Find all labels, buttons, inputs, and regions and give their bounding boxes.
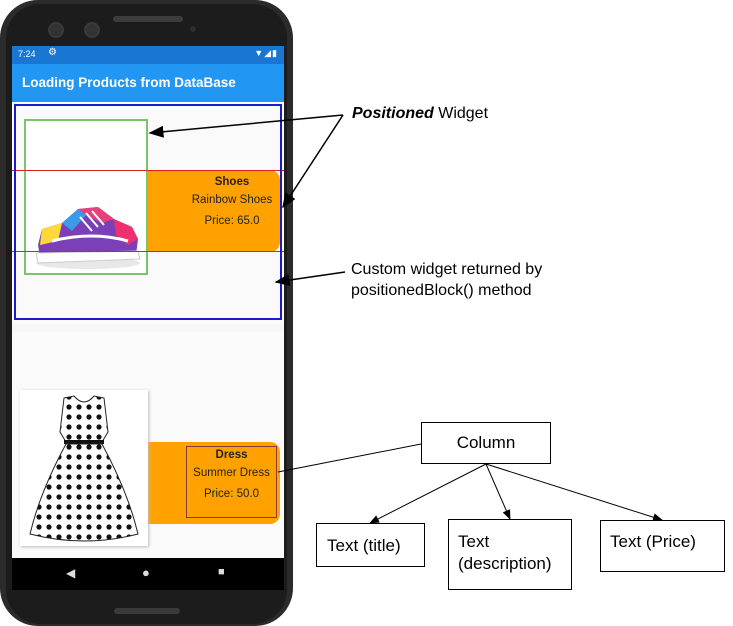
column-to-price-arrow: [485, 463, 663, 522]
positioned-image-box: [24, 119, 148, 275]
product-title: Shoes: [214, 176, 250, 188]
product-info-panel: [140, 170, 280, 252]
text-title-label: Text (title): [327, 536, 401, 555]
positioned-keyword: Positioned: [352, 105, 434, 122]
column-label: Column: [456, 433, 516, 452]
product-card-shoes[interactable]: Shoes Rainbow Shoes Price: 65.0: [12, 102, 284, 324]
product-list[interactable]: Shoes Rainbow Shoes Price: 65.0: [12, 102, 284, 558]
positioned-arrow-panel: [282, 114, 344, 209]
product-title: Dress: [215, 449, 248, 461]
guide-line-top: [12, 170, 284, 171]
recents-icon[interactable]: ■: [218, 566, 225, 578]
system-nav-bar: ◀ ● ■: [12, 558, 284, 590]
bottom-speaker: [114, 608, 180, 614]
status-time: 7:24: [18, 49, 36, 59]
column-to-title-arrow: [369, 463, 487, 524]
speaker-grille: [113, 16, 183, 22]
settings-gear-icon: ⚙: [48, 47, 57, 58]
positioned-arrow-image: [148, 114, 344, 138]
product-description: Summer Dress: [193, 467, 270, 479]
app-title: Loading Products from DataBase: [22, 75, 236, 90]
text-price-box: Text (Price): [600, 520, 725, 572]
status-bar: 7:24 ⚙ ▼◢▮: [12, 46, 284, 64]
product-info-panel: [140, 442, 280, 524]
app-bar: Loading Products from DataBase: [12, 64, 284, 102]
text-description-line2: (description): [458, 554, 552, 573]
positioned-widget-label: Positioned Widget: [352, 105, 488, 123]
custom-widget-line1: Custom widget returned by: [351, 261, 543, 278]
text-title-box: Text (title): [316, 523, 425, 567]
custom-widget-label: Custom widget returned by positionedBloc…: [351, 259, 542, 301]
proximity-sensor: [190, 26, 196, 32]
column-outline: [186, 446, 277, 518]
guide-line-bottom: [12, 251, 284, 252]
product-card-dress[interactable]: Dress Summer Dress Price: 50.0: [12, 332, 284, 558]
custom-widget-line2: positionedBlock() method: [351, 282, 532, 299]
column-connector: [277, 443, 422, 473]
custom-widget-outline: [14, 104, 282, 320]
product-price: Price: 65.0: [204, 215, 260, 227]
custom-widget-arrow: [274, 271, 346, 287]
home-icon[interactable]: ●: [142, 565, 150, 580]
product-price: Price: 50.0: [204, 488, 259, 500]
phone-frame: 7:24 ⚙ ▼◢▮ Loading Products from DataBas…: [0, 0, 293, 626]
dress-image-box: [20, 390, 148, 546]
text-description-box: Text (description): [448, 519, 572, 590]
front-sensor-icon: [84, 22, 100, 38]
back-icon[interactable]: ◀: [66, 566, 76, 580]
positioned-suffix: Widget: [433, 105, 489, 122]
text-price-label: Text (Price): [610, 532, 696, 551]
column-to-description-arrow: [485, 463, 511, 520]
text-description-line1: Text: [458, 532, 490, 551]
phone-screen: 7:24 ⚙ ▼◢▮ Loading Products from DataBas…: [12, 46, 284, 590]
product-description: Rainbow Shoes: [191, 194, 273, 206]
column-box: Column: [421, 422, 551, 464]
signal-battery-icon: ▼◢▮: [254, 48, 278, 58]
front-camera-icon: [48, 22, 64, 38]
polka-dot-dress-icon: [29, 395, 139, 542]
sneaker-icon: [35, 207, 141, 269]
